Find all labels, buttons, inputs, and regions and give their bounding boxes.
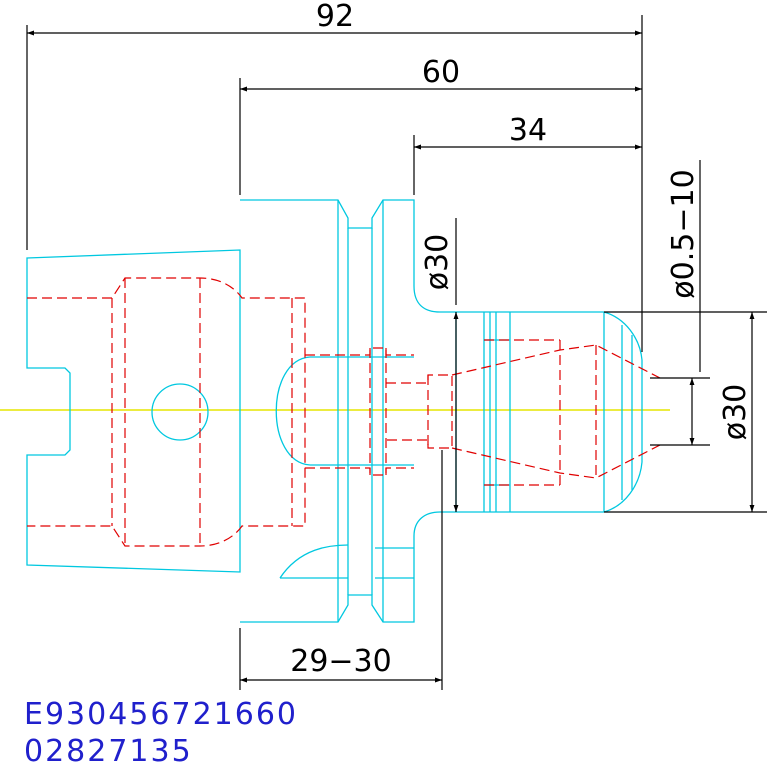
dim-nut-length: 34: [509, 113, 547, 148]
dim-gauge-range: 29−30: [290, 644, 391, 679]
dim-nut-diameter: ø30: [420, 234, 455, 291]
dim-nose-diameter: ø30: [718, 384, 753, 441]
part-number: E930456721660: [24, 697, 298, 732]
hidden-lines: [27, 277, 661, 547]
holder-outline: [26, 199, 643, 623]
dim-body-length: 60: [422, 55, 460, 90]
article-number: 02827135: [24, 734, 193, 769]
dim-overall-length: 92: [316, 0, 354, 34]
dim-collet-range: ø0.5−10: [666, 169, 701, 298]
dimension-lines: [26, 15, 767, 690]
